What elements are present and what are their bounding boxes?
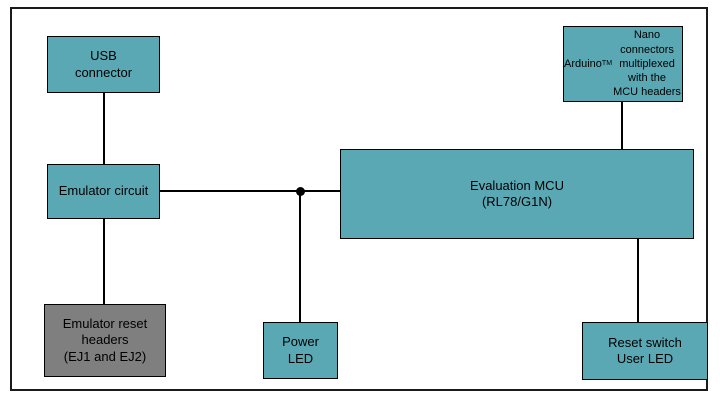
arduino-label-prefix: Arduino (564, 57, 602, 70)
arduino-label-rest: Nano connectors multiplexed with the MCU… (613, 29, 681, 99)
line-junction-to-power-led (299, 191, 301, 322)
trademark-symbol: TM (601, 60, 613, 68)
junction-dot (296, 187, 305, 196)
reset-switch-user-led-box: Reset switch User LED (582, 322, 708, 380)
line-mcu-to-reset-switch (637, 239, 639, 322)
line-emulator-to-mcu (160, 190, 340, 192)
emulator-reset-headers-box: Emulator reset headers (EJ1 and EJ2) (44, 304, 166, 377)
line-arduino-to-mcu (621, 102, 623, 149)
power-led-box: Power LED (263, 322, 338, 379)
usb-connector-box: USB connector (47, 36, 160, 93)
evaluation-mcu-box: Evaluation MCU (RL78/G1N) (340, 149, 694, 239)
line-usb-to-emulator (103, 93, 105, 164)
emulator-circuit-box: Emulator circuit (47, 164, 160, 219)
diagram-frame: USB connector Emulator circuit Emulator … (10, 7, 708, 391)
line-emulator-to-reset-headers (103, 219, 105, 304)
